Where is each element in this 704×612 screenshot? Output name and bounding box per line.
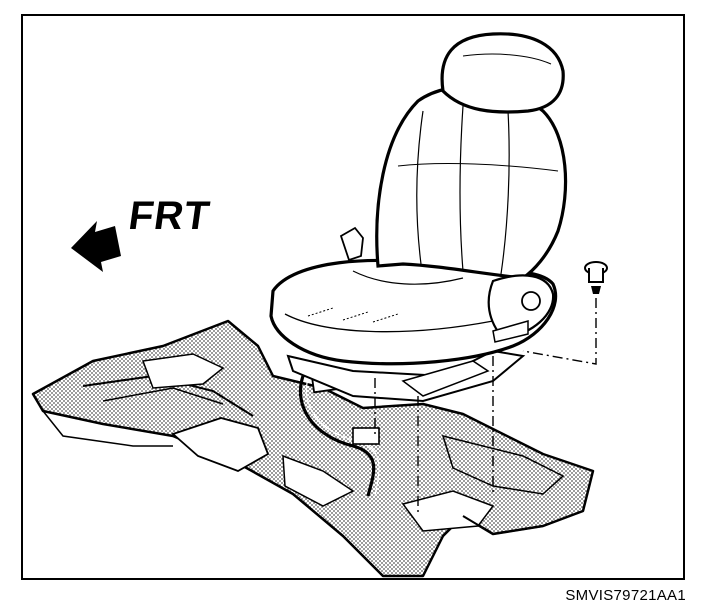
figure-code: SMVIS79721AA1 bbox=[565, 587, 686, 604]
leader-lines bbox=[374, 298, 597, 516]
arrow-left-icon bbox=[71, 221, 121, 272]
seat-installation-drawing bbox=[31, 32, 608, 578]
figure-frame: FRT bbox=[21, 14, 685, 580]
mounting-bolt bbox=[584, 261, 608, 294]
floor-panel bbox=[31, 319, 595, 578]
seat-assembly bbox=[269, 32, 568, 403]
direction-label: FRT bbox=[125, 194, 213, 238]
